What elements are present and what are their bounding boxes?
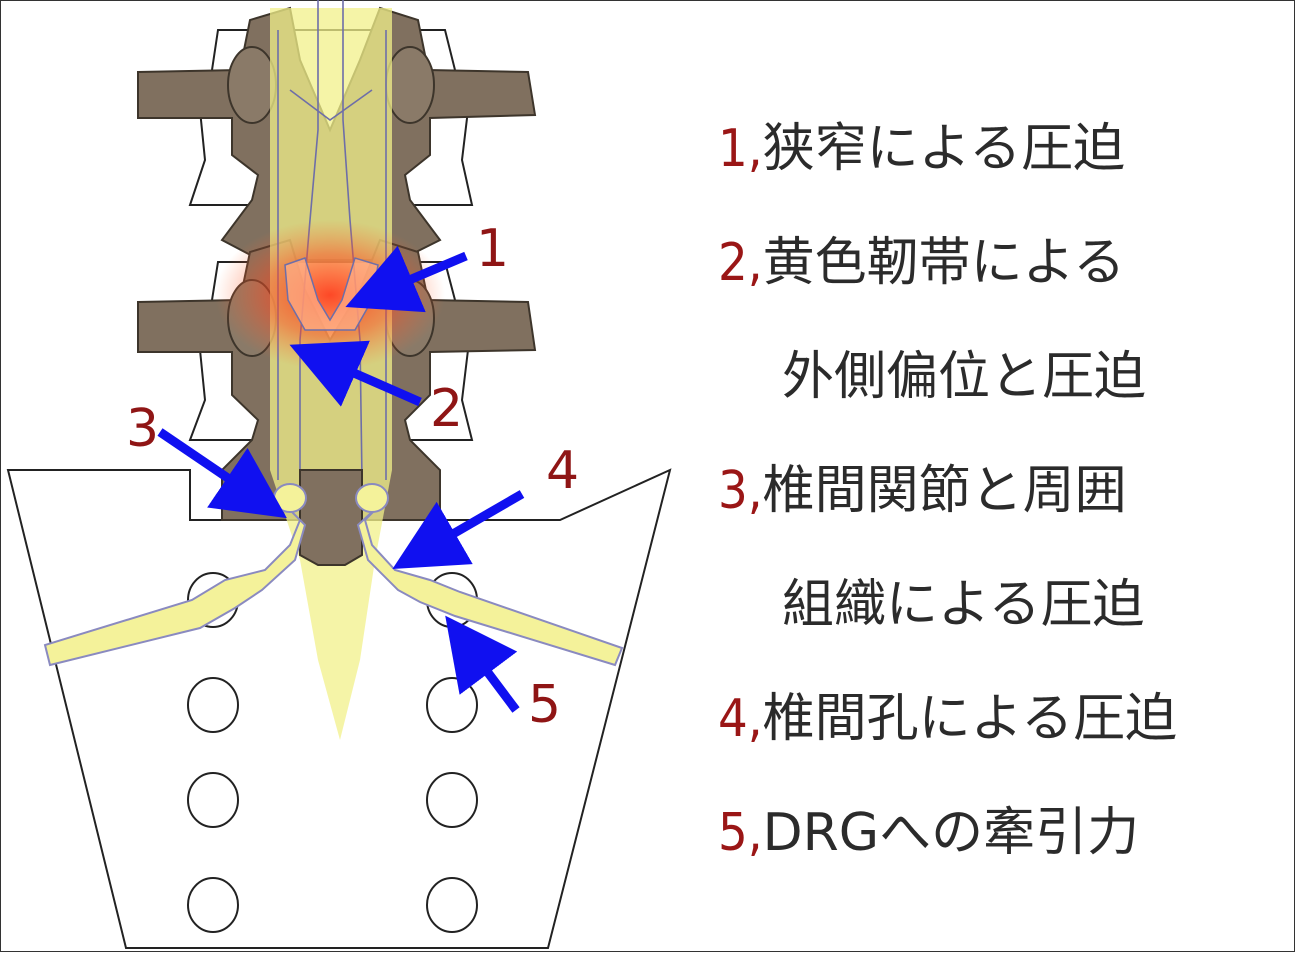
spine-diagram: 1 2 3 4 5 <box>6 0 672 949</box>
legend-num: 3, <box>718 461 763 521</box>
legend-item-2: 2,黄色靭帯による <box>718 206 1177 320</box>
arrow-3 <box>157 428 287 519</box>
legend-item-3: 3,椎間関節と周囲 <box>718 434 1177 548</box>
legend-text: 組織による圧迫 <box>782 575 1145 635</box>
legend-item-5: 5,DRGへの牽引力 <box>718 776 1177 890</box>
arrow-1 <box>345 245 468 313</box>
marker-5: 5 <box>528 675 561 735</box>
legend-num: 2, <box>718 233 763 293</box>
marker-1: 1 <box>476 219 509 279</box>
legend-text: 黄色靭帯による <box>762 233 1126 293</box>
marker-3: 3 <box>126 399 159 459</box>
arrow-5 <box>445 615 520 713</box>
legend-item-1: 1,狭窄による圧迫 <box>718 92 1177 206</box>
legend-text: DRGへの牽引力 <box>762 803 1140 863</box>
legend-text: 椎間関節と周囲 <box>762 461 1127 521</box>
pain-glow <box>215 220 445 370</box>
legend-text: 外側偏位と圧迫 <box>782 347 1147 407</box>
legend-num: 4, <box>718 689 763 749</box>
marker-2: 2 <box>430 379 463 439</box>
arrows <box>157 245 525 713</box>
legend-item-2-cont: 外側偏位と圧迫 <box>718 320 1177 434</box>
legend-item-3-cont: 組織による圧迫 <box>718 548 1177 662</box>
arrow-4 <box>392 490 525 570</box>
legend-text: 狭窄による圧迫 <box>762 119 1126 179</box>
legend-text: 椎間孔による圧迫 <box>762 689 1178 749</box>
marker-4: 4 <box>546 441 579 501</box>
filum-terminale <box>299 469 363 566</box>
legend-item-4: 4,椎間孔による圧迫 <box>718 662 1177 776</box>
arrow-2 <box>289 340 422 407</box>
legend: 1,狭窄による圧迫 2,黄色靭帯による 外側偏位と圧迫 3,椎間関節と周囲 組織… <box>718 92 1177 890</box>
legend-num: 1, <box>718 119 763 179</box>
legend-num: 5, <box>718 803 763 863</box>
